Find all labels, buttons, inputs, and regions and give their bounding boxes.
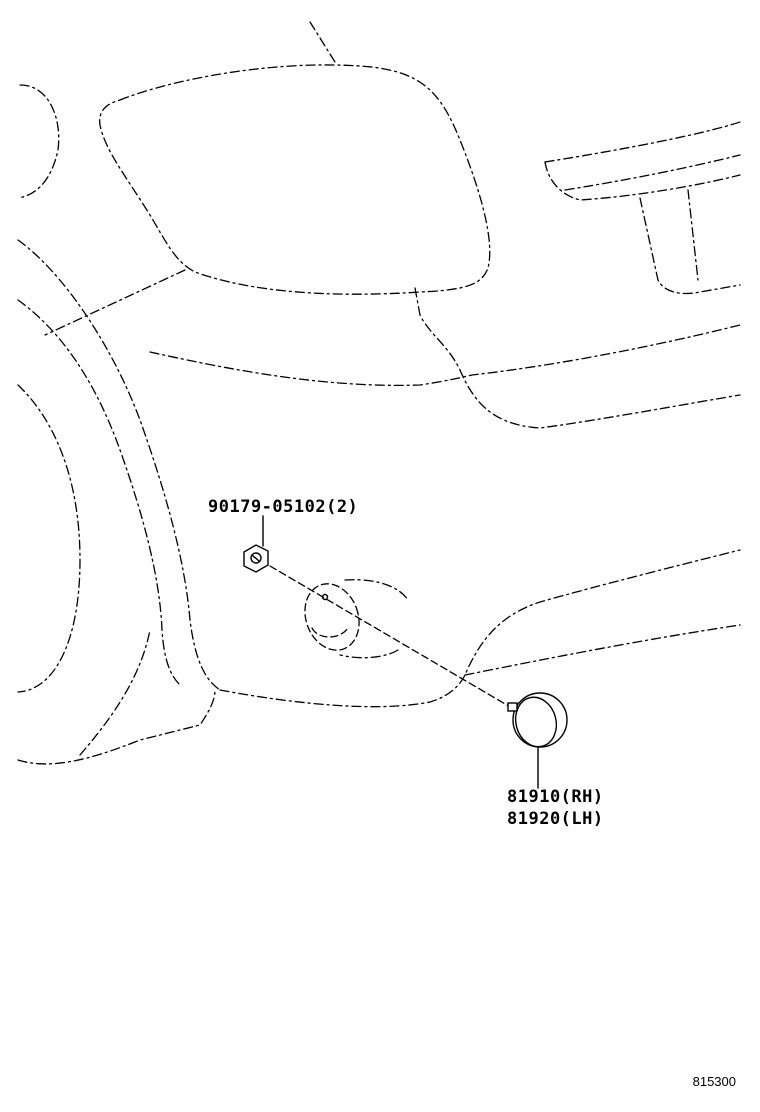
reflector-rh-part-number: 81910(RH): [507, 787, 604, 807]
assembly-line: [269, 565, 513, 709]
reflector-lh-part-number: 81920(LH): [507, 809, 604, 829]
reflector-part: [507, 692, 568, 748]
vehicle-body-outline: [17, 21, 741, 765]
diagram-id: 815300: [692, 1074, 736, 1089]
nut-part: [243, 544, 269, 573]
nut-part-number: 90179-05102(2): [208, 497, 359, 517]
